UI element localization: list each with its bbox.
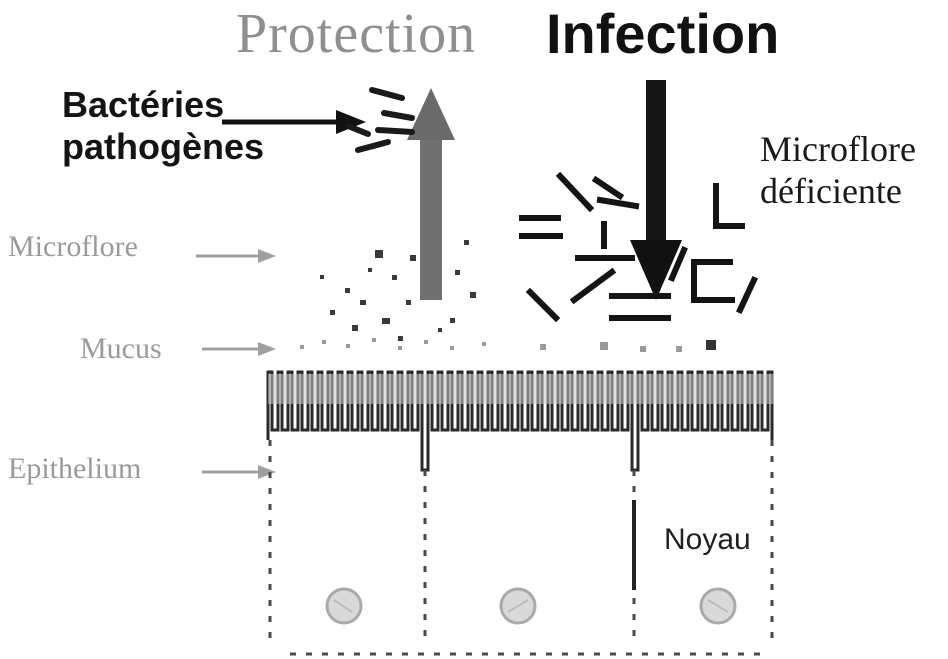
pathogenic-bacteria-label: Bactéries pathogènes (62, 84, 264, 169)
epithelium-label: Epithelium (8, 454, 141, 484)
brush-border-shading (268, 374, 774, 404)
nuclei (327, 589, 735, 623)
microflora-label: Microflore (8, 232, 138, 262)
pathogenic-bacteria-label-line2: pathogènes (62, 126, 264, 168)
deficient-microflora-label: Microflore déficiente (760, 128, 916, 213)
mucus-layer (300, 338, 716, 352)
epithelium-arrow (202, 465, 276, 479)
pathogenic-bacteria-label-line1: Bactéries (62, 84, 264, 126)
microflore-arrow (196, 249, 276, 263)
mucus-label: Mucus (80, 334, 162, 364)
infection-title: Infection (546, 6, 779, 62)
nucleus-label: Noyau (664, 525, 751, 555)
deficient-microflora-label-line1: Microflore (760, 128, 916, 170)
deficient-microflora-label-line2: déficiente (760, 170, 916, 212)
mucus-arrow (202, 342, 276, 356)
protection-title: Protection (236, 6, 476, 62)
healthy-microflora (320, 240, 476, 341)
